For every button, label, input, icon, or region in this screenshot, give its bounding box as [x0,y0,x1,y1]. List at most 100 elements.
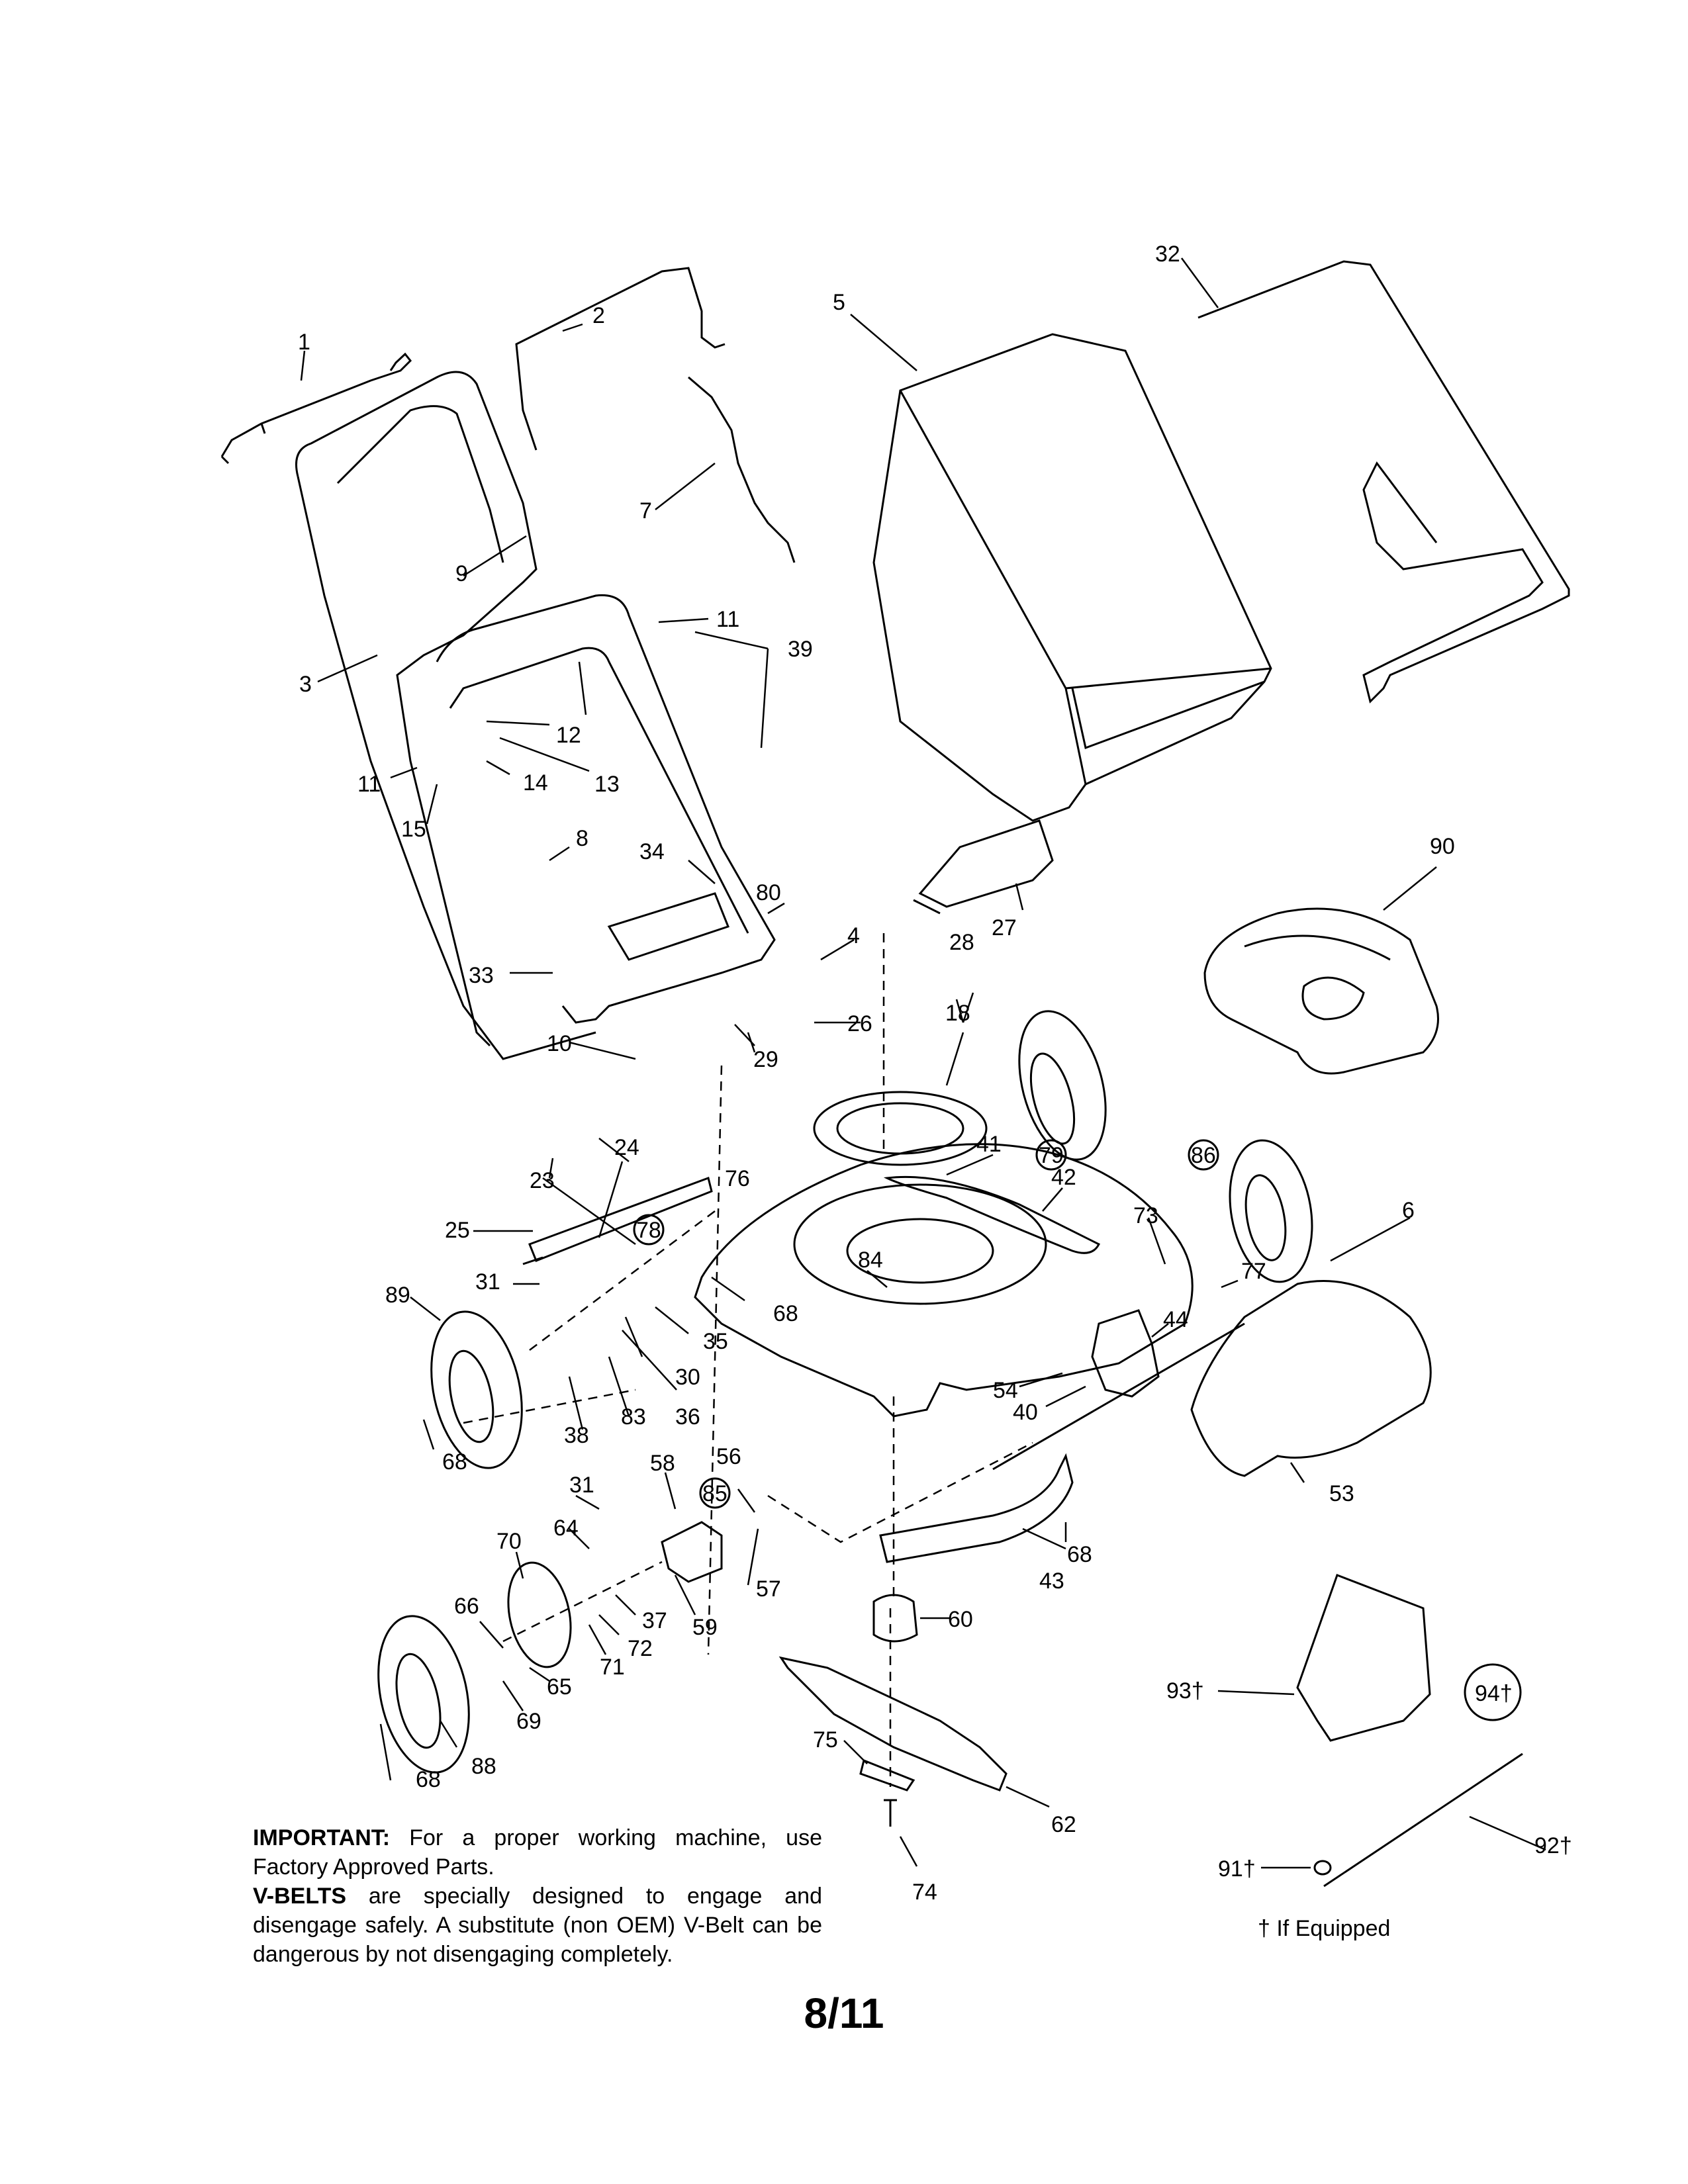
callout-9: 9 [455,561,468,586]
page-number: 8/11 [804,1989,884,2037]
part-53-rear-cover [1190,1280,1432,1477]
callout-84: 84 [858,1248,883,1273]
part-79-hub [1029,1052,1076,1145]
part-91-washer [1313,1860,1332,1876]
important-text: For a proper working machine, use Factor… [253,1825,822,1880]
callout-43: 43 [1039,1569,1064,1594]
callout-54: 54 [993,1378,1018,1403]
part-79-wheel [1018,1010,1107,1161]
callout-72: 72 [628,1636,653,1661]
callout-74: 74 [912,1880,937,1905]
callout-56: 56 [716,1444,741,1469]
callout-18: 18 [945,1001,970,1026]
part-88-wheel [377,1615,470,1774]
callout-83: 83 [621,1404,646,1430]
callout-36: 36 [675,1404,700,1430]
callout-94: 94† [1475,1681,1513,1706]
callout-34: 34 [639,839,665,864]
part-80-handle-panel [607,892,729,961]
callout-12: 12 [556,723,581,748]
callout-23: 23 [530,1168,555,1193]
part-92-rod [1323,1752,1523,1888]
callout-5: 5 [833,290,845,315]
callout-28: 28 [949,930,974,955]
part-8-lower-handle [436,594,776,1024]
part-86-hub [1244,1174,1287,1261]
part-44-transmission [1091,1309,1160,1398]
leader-lines [300,257,1546,1869]
part-deck [694,1143,1194,1418]
callout-64: 64 [553,1516,579,1541]
part-7-cable [688,376,796,563]
part-3-upper-handle [295,371,538,1047]
callout-85: 85 [702,1481,727,1506]
callout-1: 1 [298,330,310,355]
part-94-circle [1464,1663,1522,1721]
part-5-grass-bag [872,333,1272,822]
callout-75: 75 [813,1727,838,1752]
part-1-control-bail [220,352,412,465]
ring-86 [1188,1139,1219,1171]
callout-6: 6 [1402,1198,1415,1223]
important-note: IMPORTANT: For a proper working machine,… [253,1823,822,1969]
callout-4: 4 [847,923,860,948]
part-89-wheel [430,1310,523,1469]
callout-10: 10 [547,1031,572,1056]
part-18-rear-baffle [813,1091,988,1166]
callout-92: 92† [1534,1833,1572,1858]
callout-29: 29 [753,1047,778,1072]
part-75-washer [859,1758,915,1792]
callout-90: 90 [1430,834,1455,859]
callout-labels: 1 2 3 4 5 6 7 8 9 10 11 11 12 13 14 15 1… [298,242,1572,1905]
callout-30: 30 [675,1365,700,1390]
callout-93: 93† [1166,1678,1204,1704]
part-62-blade [778,1656,1008,1792]
part-2-drive-bail [515,267,726,451]
part-27-chute-deflector [918,819,1054,908]
part-58-height-plate [661,1521,723,1583]
callout-78: 78 [636,1218,661,1243]
callout-53: 53 [1329,1481,1354,1506]
callout-14: 14 [523,770,548,796]
part-70-gear [507,1561,572,1668]
callout-38: 38 [564,1423,589,1448]
callout-62: 62 [1051,1812,1076,1837]
part-deck-hole [846,1218,994,1284]
assembly-lines [463,933,1033,1787]
part-90-engine [1203,907,1439,1075]
callout-65: 65 [547,1674,572,1700]
callout-68c: 68 [1067,1542,1092,1567]
callout-7: 7 [639,498,652,523]
part-40-axle [992,1322,1245,1471]
part-88-hub [395,1653,442,1749]
callout-24: 24 [614,1135,639,1160]
ring-79 [1035,1139,1067,1171]
important-label: IMPORTANT: [253,1825,391,1850]
callout-40: 40 [1013,1400,1038,1425]
callout-41: 41 [976,1132,1002,1157]
callout-3: 3 [299,672,312,697]
callout-91: 91† [1218,1856,1256,1882]
callout-86: 86 [1191,1143,1216,1168]
part-41-v-belt [883,1175,1101,1254]
callout-33: 33 [469,963,494,988]
part-deck-inner [793,1183,1047,1305]
callout-71: 71 [600,1655,625,1680]
callout-8: 8 [576,826,588,851]
callout-57: 57 [756,1576,781,1602]
ring-85 [699,1477,731,1509]
if-equipped-footnote: † If Equipped [1258,1916,1391,1941]
callout-44: 44 [1163,1307,1188,1332]
callout-69: 69 [516,1709,541,1734]
callout-31a: 31 [475,1269,500,1295]
callout-2: 2 [592,303,605,328]
callout-68d: 68 [416,1767,441,1792]
vbelts-text: are specially designed to engage and dis… [253,1884,822,1967]
callout-60: 60 [948,1607,973,1632]
callout-15: 15 [401,817,426,842]
callout-37: 37 [642,1608,667,1633]
vbelts-label: V-BELTS [253,1884,347,1909]
callout-79: 79 [1039,1143,1064,1168]
callout-58: 58 [650,1451,675,1476]
